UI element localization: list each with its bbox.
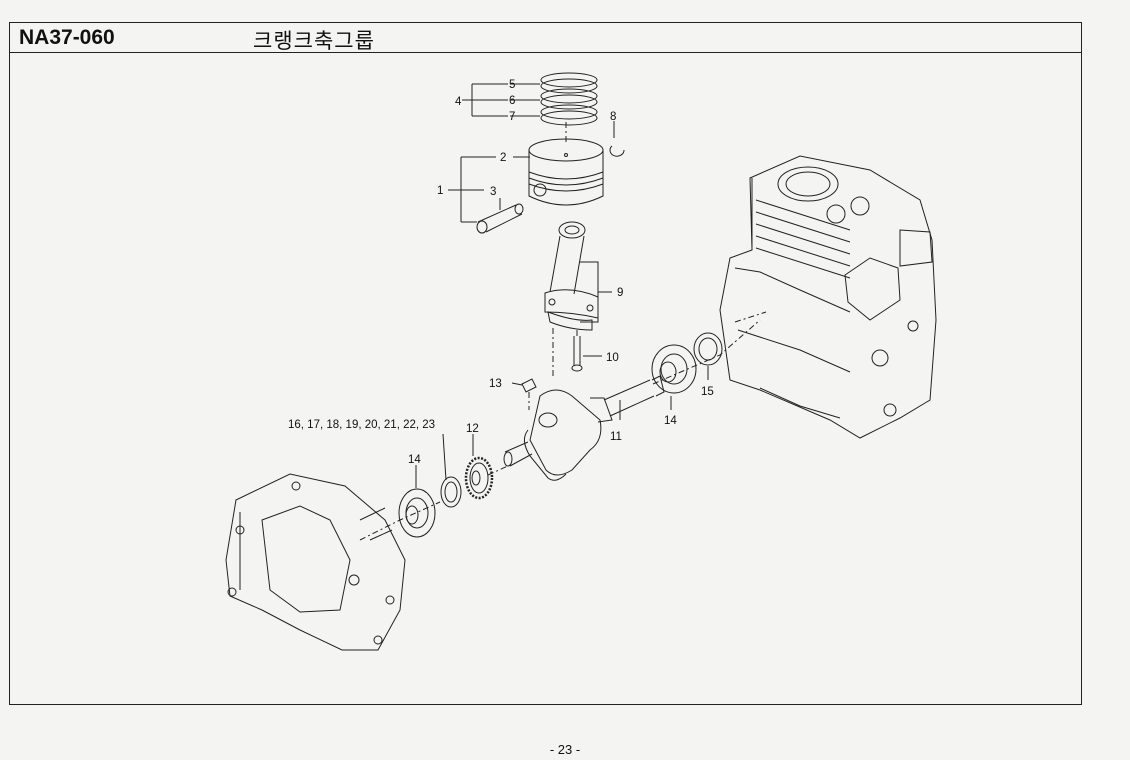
crankshaft [503,375,665,481]
piston-rings [540,72,598,126]
assembly-centerlines [359,122,767,541]
callout-11: 11 [610,431,622,443]
callout-8: 8 [610,111,616,123]
thrust-shim [440,476,462,508]
callout-labels: 5 6 7 4 8 2 3 1 9 10 13 11 14 15 12 16, … [288,79,714,466]
callout-14-right: 14 [664,415,677,427]
callout-9: 9 [617,287,623,299]
callout-13: 13 [489,378,502,390]
callout-14-left: 14 [408,454,421,466]
callout-4: 4 [455,96,462,108]
callout-7: 7 [509,111,515,123]
main-bearing-left [398,488,436,538]
connecting-rod [544,221,599,331]
callout-15: 15 [701,386,714,398]
main-bearing-right [651,344,697,394]
header-bar: NA37-060 크랭크축그룹 [10,23,1081,53]
callout-6: 6 [509,95,515,107]
part-group-code: NA37-060 [19,26,115,49]
callout-2: 2 [500,152,506,164]
leader-lines [415,83,709,488]
woodruff-key [521,378,537,393]
callout-10: 10 [606,352,619,364]
callout-5: 5 [509,79,515,91]
callout-3: 3 [490,186,496,198]
part-group-title: 크랭크축그룹 [253,29,375,53]
callout-12: 12 [466,423,479,435]
page-number: - 23 - [549,742,581,757]
piston-pin [476,203,524,234]
crank-gear [464,456,494,500]
rod-bolt [571,336,583,372]
cylinder-block [719,155,937,439]
page-frame: NA37-060 크랭크축그룹 [9,22,1082,705]
piston [528,138,604,206]
snap-ring [609,145,625,157]
callout-1: 1 [437,185,443,197]
crankcase-cover [225,473,406,651]
callout-16-23: 16, 17, 18, 19, 20, 21, 22, 23 [288,419,435,431]
